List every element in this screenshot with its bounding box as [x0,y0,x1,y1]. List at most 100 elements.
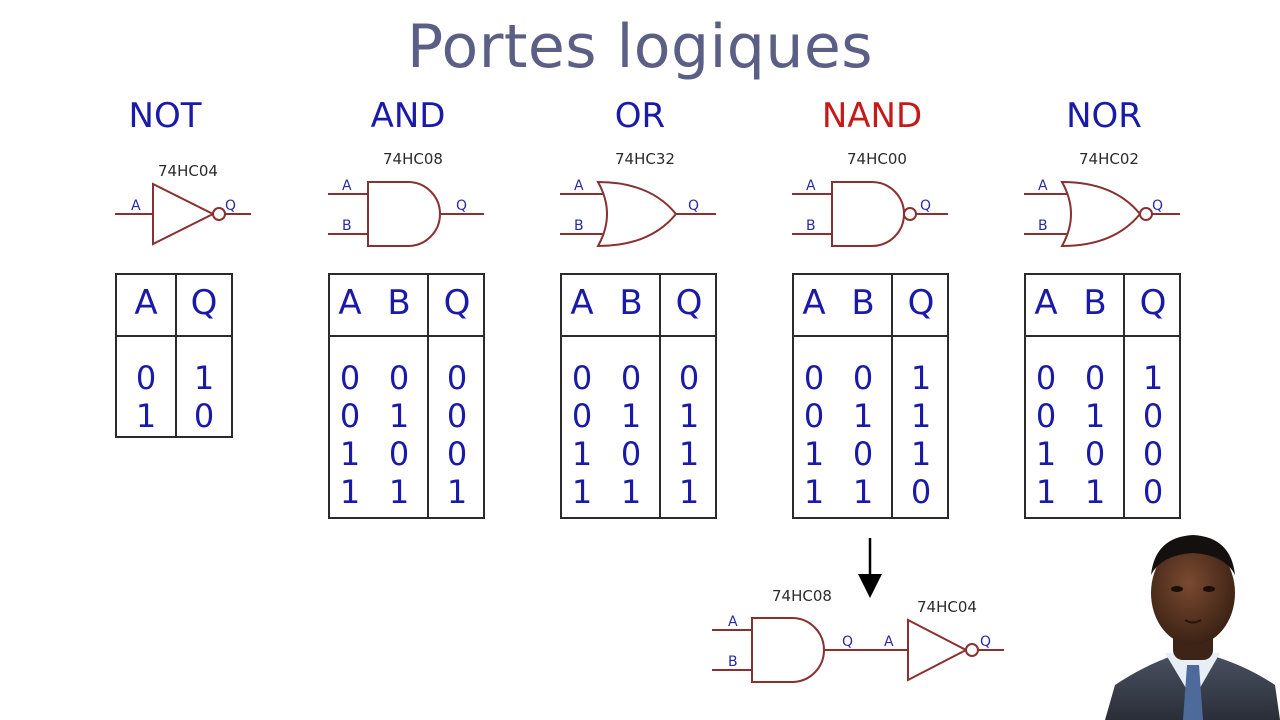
or-gate-symbol: ABQ [560,178,716,248]
combo-chip-and: 74HC08 [772,587,832,605]
pin-a-label: A [1038,178,1048,194]
chip-label-not: 74HC04 [158,162,218,180]
combo-pin-q1: Q [842,634,853,650]
truth-table-cell: 0 [1035,397,1057,435]
combo-not-gate: Q [907,618,1004,682]
truth-table-divider [175,275,177,436]
truth-table-cell: 0 [1035,359,1057,397]
truth-table-header [117,275,231,337]
nor-gate-symbol: ABQ [1024,178,1180,248]
truth-table-cell: 0 [852,435,874,473]
truth-table-header-cell: A [802,283,826,323]
gate-name-nand: NAND [821,96,923,136]
nor-gate-body [1060,180,1142,248]
gate-name-not: NOT [128,96,202,136]
truth-table-cell: 0 [1142,435,1164,473]
truth-table-cell: 0 [388,359,410,397]
pin-a-label: A [806,178,816,194]
truth-table-header-cell: A [1034,283,1058,323]
not-gate-body [152,182,216,246]
truth-table-header-cell: A [570,283,594,323]
truth-table-header [1026,275,1179,337]
truth-table-cell: 0 [1142,473,1164,511]
truth-table-header-cell: B [851,283,875,323]
truth-table-header-cell: Q [907,283,935,323]
truth-table-cell: 0 [910,473,932,511]
truth-table-cell: 1 [803,473,825,511]
truth-table-header-cell: Q [675,283,703,323]
pin-q-label: Q [920,198,931,214]
combo-pin-b: B [728,654,738,670]
truth-table-cell: 1 [1035,435,1057,473]
truth-table-cell: 1 [571,435,593,473]
truth-table-header [330,275,483,337]
presenter-photo [1105,535,1280,720]
chip-label-nand: 74HC00 [847,150,907,168]
truth-table-header-cell: Q [190,283,218,323]
truth-table-header-cell: A [134,283,158,323]
pin-q-label: Q [688,198,699,214]
truth-table-header-cell: B [619,283,643,323]
pin-b-label: B [806,218,816,234]
truth-table-cell: 0 [446,359,468,397]
truth-table-cell: 0 [1084,359,1106,397]
truth-table-cell: 0 [620,435,642,473]
inverter-bubble [903,207,917,221]
truth-table-cell: 0 [388,435,410,473]
truth-table-cell: 0 [193,397,215,435]
combo-pin-a: A [728,614,738,630]
pin-a-label: A [342,178,352,194]
nand-gate-body [831,181,905,247]
gate-name-or: OR [614,96,666,136]
truth-table-cell: 1 [339,435,361,473]
truth-table-cell: 1 [910,359,932,397]
truth-table-cell: 0 [571,397,593,435]
truth-table-header-cell: B [1083,283,1107,323]
truth-table-cell: 0 [678,359,700,397]
truth-table-cell: 1 [388,473,410,511]
truth-table-cell: 1 [446,473,468,511]
truth-table-cell: 1 [135,397,157,435]
and-gate-body [367,181,441,247]
combo-pin-q2: Q [980,634,991,650]
truth-table-cell: 0 [803,359,825,397]
truth-table-cell: 0 [803,397,825,435]
truth-table-cell: 1 [910,435,932,473]
nand-gate-symbol: A B Q [792,178,948,247]
truth-table-cell: 1 [678,435,700,473]
truth-table-cell: 0 [571,359,593,397]
truth-table-divider [1123,275,1125,517]
truth-table-cell: 0 [135,359,157,397]
truth-table-cell: 1 [339,473,361,511]
truth-table-cell: 1 [1142,359,1164,397]
gate-name-nor: NOR [1066,96,1142,136]
pin-b-label: B [574,218,584,234]
truth-table-cell: 1 [852,473,874,511]
truth-table-header-cell: A [338,283,362,323]
truth-table-cell: 1 [852,397,874,435]
truth-table-divider [891,275,893,517]
truth-table-cell: 0 [1084,435,1106,473]
inverter-bubble [1139,207,1153,221]
or-gate-body [596,180,678,248]
pin-q-label: Q [225,198,236,214]
truth-table-cell: 1 [1035,473,1057,511]
truth-table-header-cell: Q [443,283,471,323]
page-title: Portes logiques [406,12,874,82]
and-gate-symbol: ABQ [328,178,484,247]
truth-table-cell: 0 [446,397,468,435]
truth-table-cell: 1 [678,397,700,435]
chip-label-nor: 74HC02 [1079,150,1139,168]
truth-table-cell: 0 [446,435,468,473]
truth-table-divider [659,275,661,517]
truth-table-cell: 0 [1142,397,1164,435]
